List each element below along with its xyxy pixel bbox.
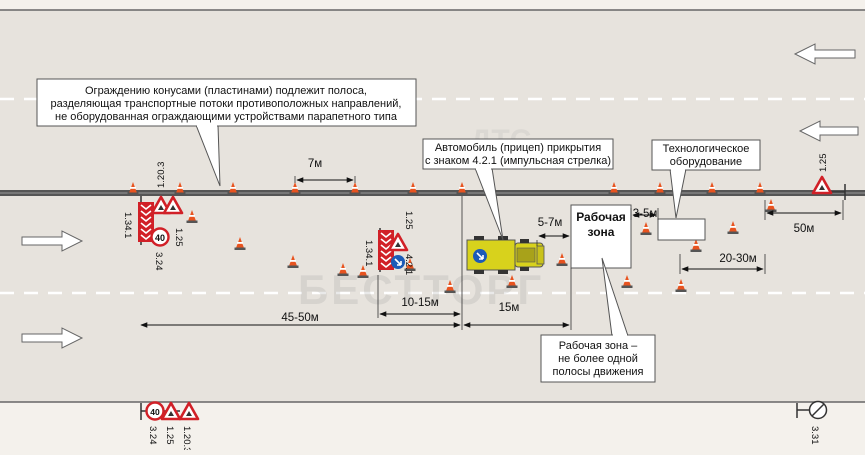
arrow-sign-icon [390, 254, 406, 270]
upper-sign-cluster: 40 [137, 195, 184, 247]
cover-vehicle [466, 236, 545, 274]
svg-text:1.20.3: 1.20.3 [181, 426, 192, 450]
svg-text:1.25: 1.25 [164, 426, 175, 445]
dim-after-equipment: 20-30м [719, 253, 756, 265]
dim-vehicle-to-zone: 5-7м [538, 217, 563, 229]
dim-vehicle-zone: 15м [499, 302, 520, 314]
svg-text:1.25: 1.25 [403, 211, 414, 230]
svg-text:полосы движения: полосы движения [552, 366, 643, 378]
svg-text:1.34.1: 1.34.1 [363, 240, 374, 266]
vehicle-note-callout [422, 138, 614, 241]
svg-text:40: 40 [155, 233, 165, 243]
svg-text:40: 40 [150, 407, 160, 417]
svg-text:Автомобиль (прицеп) прикрытия: Автомобиль (прицеп) прикрытия [435, 142, 601, 154]
svg-text:оборудование: оборудование [670, 156, 742, 168]
direction-arrow-right-bottom [21, 327, 84, 349]
top-note-callout [36, 78, 417, 187]
svg-text:1.25: 1.25 [818, 154, 829, 173]
equipment-note-callout [651, 139, 761, 219]
svg-text:Технологическое: Технологическое [663, 143, 750, 155]
svg-text:3.24: 3.24 [153, 252, 164, 271]
svg-text:не более одной: не более одной [558, 353, 638, 365]
dimension-lines [140, 177, 842, 328]
dim-end-sign: 50м [794, 223, 815, 235]
svg-text:1.25: 1.25 [173, 228, 184, 247]
dim-zone-to-equipment: 3-5м [633, 208, 658, 220]
work-zone: Рабочая зона [570, 204, 632, 269]
svg-text:Рабочая: Рабочая [576, 210, 626, 224]
bottom-right-sign [796, 400, 828, 420]
direction-arrow-right-mid [21, 230, 84, 252]
svg-text:1.20.3: 1.20.3 [156, 162, 167, 188]
dim-vehicle-gap: 10-15м [401, 297, 438, 309]
dim-cone-spacing: 7м [308, 158, 322, 170]
svg-text:с знаком 4.2.1 (импульсная стр: с знаком 4.2.1 (импульсная стрелка) [425, 155, 611, 167]
work-zone-note-callout [540, 257, 656, 383]
svg-text:зона: зона [588, 225, 615, 239]
arrow-sign-icon [472, 248, 488, 264]
svg-text:Ограждению конусами (пластинам: Ограждению конусами (пластинами) подлежи… [85, 85, 367, 97]
svg-text:не оборудованная ограждающими: не оборудованная ограждающими устройства… [55, 111, 398, 123]
svg-text:3.24: 3.24 [147, 426, 158, 445]
svg-text:Рабочая зона –: Рабочая зона – [559, 340, 638, 352]
svg-text:1.34.1: 1.34.1 [122, 212, 133, 238]
direction-arrow-left-top [793, 43, 856, 65]
svg-text:4.2.1: 4.2.1 [403, 254, 414, 275]
mid-sign-cluster [377, 228, 409, 272]
dim-approach: 45-50м [281, 312, 318, 324]
extension-lines [294, 176, 844, 330]
end-sign-right [811, 175, 846, 200]
direction-arrow-left-mid [798, 120, 859, 142]
svg-text:разделяющая транспортные поток: разделяющая транспортные потоки противоп… [51, 98, 402, 110]
svg-text:3.31: 3.31 [809, 426, 820, 445]
bottom-sign-cluster: 40 [140, 401, 200, 421]
equipment-box [657, 218, 706, 241]
